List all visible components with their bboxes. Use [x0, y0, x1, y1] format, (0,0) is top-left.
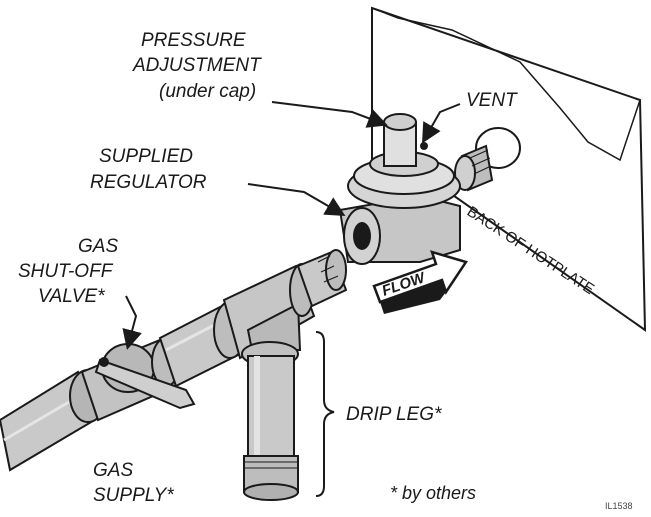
shut-off-valve [69, 337, 196, 423]
vent-label: VENT [466, 90, 517, 111]
gas-supply-label-2: SUPPLY* [93, 485, 174, 506]
pressure-adjustment-label-3: (under cap) [159, 81, 257, 102]
tee-fitting [213, 263, 316, 367]
valve-leader-line [122, 295, 142, 350]
pressure-adjustment-label-1: PRESSURE [141, 30, 246, 51]
pressure-adjustment-label-2: ADJUSTMENT [133, 55, 261, 76]
shut-off-valve-label-3: VALVE* [38, 286, 105, 307]
regulator [338, 113, 461, 265]
hotplate-panel-cut [371, 7, 641, 162]
drip-leg-pipe [243, 355, 299, 501]
shut-off-valve-label-1: GAS [78, 236, 119, 257]
hotplate-back-panel [371, 6, 647, 332]
gas-supply-label-1: GAS [93, 460, 134, 481]
supplied-regulator-label-1: SUPPLIED [99, 146, 193, 167]
pressure-leader-line [271, 101, 388, 128]
regulator-nipple [296, 249, 348, 308]
shut-off-valve-label-2: SHUT-OFF [18, 261, 113, 282]
figure-id: IL1538 [605, 501, 633, 511]
valve-handle [94, 358, 196, 410]
by-others-note: * by others [390, 483, 477, 503]
drip-leg-brace [315, 331, 335, 497]
drip-leg-label: DRIP LEG* [346, 404, 442, 425]
regulator-leader-line [247, 183, 346, 217]
supplied-regulator-label-2: REGULATOR [90, 172, 207, 193]
flow-arrow [372, 250, 468, 314]
vent-leader-line [422, 103, 461, 144]
